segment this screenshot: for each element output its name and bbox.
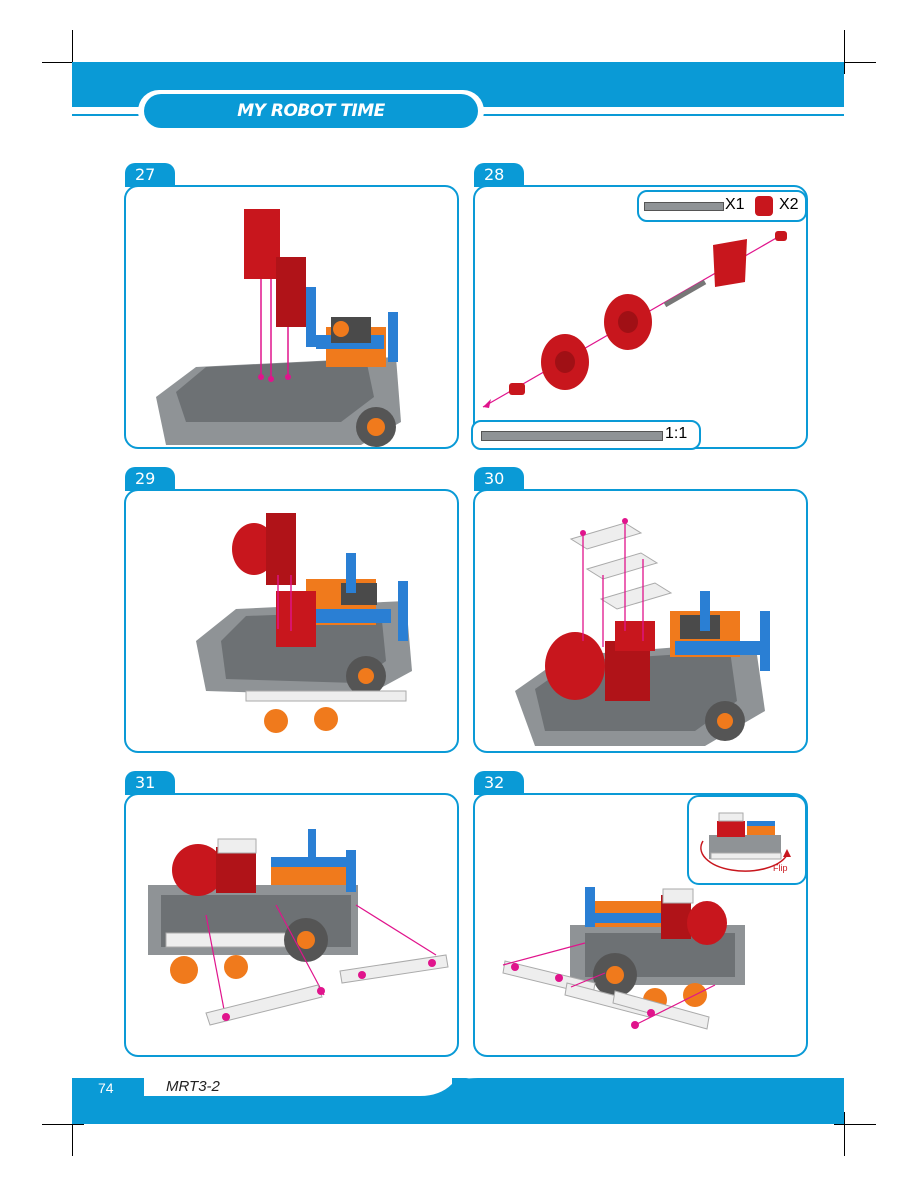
step-panel: X1 X2 1:1 [473,185,808,449]
page-number: 74 [98,1080,114,1096]
crop-mark [42,1124,84,1125]
axle-actual-size [481,431,663,441]
axle-part [644,202,724,211]
step-number: 31 [125,771,175,795]
assembly-illustration [126,795,457,1055]
assembly-illustration [475,491,806,751]
assembly-illustration [475,187,806,447]
footer-right-top [536,1078,844,1098]
flip-label: Flip [773,863,788,873]
parts-legend: X1 X2 [637,190,807,222]
step-panel [124,793,459,1057]
scale-label: 1:1 [665,425,687,443]
step-panel [473,489,808,753]
step-panel [124,489,459,753]
model-code: MRT3-2 [166,1078,220,1095]
bushing-part [755,196,773,216]
flip-inset: Flip [687,795,807,885]
step-number: 30 [474,467,524,491]
scale-legend: 1:1 [471,420,701,450]
assembly-illustration [126,187,457,447]
page-title: MY ROBOT TIME [144,94,478,128]
step-number: 32 [474,771,524,795]
crop-mark [844,1112,845,1156]
step-number: 27 [125,163,175,187]
step-panel [124,185,459,449]
step-number: 29 [125,467,175,491]
step-number: 28 [474,163,524,187]
flip-illustration [689,797,805,883]
footer-band [72,1096,844,1124]
bushing-quantity: X2 [779,196,799,214]
axle-quantity: X1 [725,196,745,214]
crop-mark [834,1124,876,1125]
step-panel: Flip [473,793,808,1057]
assembly-illustration [126,491,457,751]
crop-mark [844,30,845,74]
